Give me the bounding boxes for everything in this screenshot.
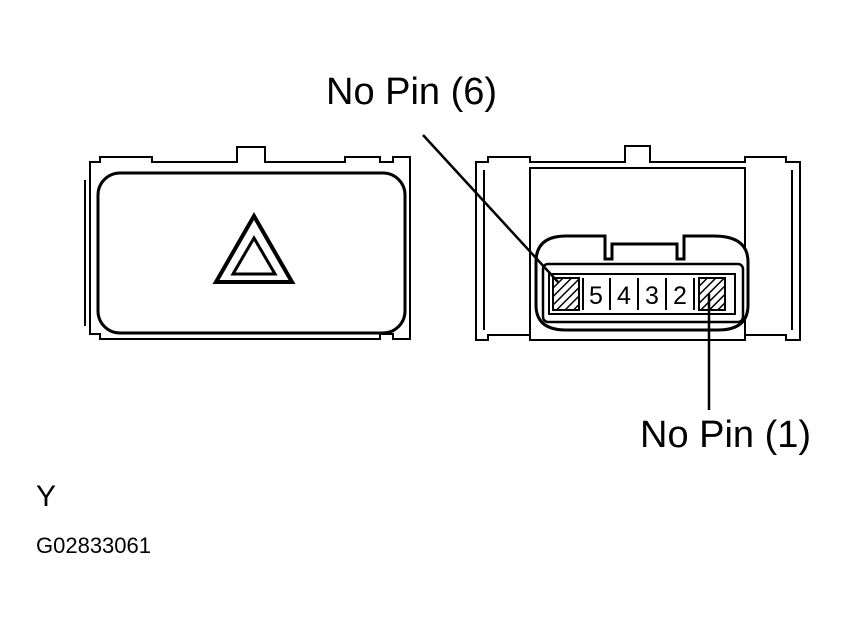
no-pin-6-cavity xyxy=(552,277,580,311)
pin-label: 4 xyxy=(617,282,631,310)
no-pin-6-label: No Pin (6) xyxy=(326,71,498,113)
pin-label: 3 xyxy=(645,282,659,310)
pin-label: 2 xyxy=(673,282,687,310)
connector-pin-row xyxy=(552,277,726,311)
pin-label: 5 xyxy=(589,282,603,310)
no-pin-1-cavity xyxy=(698,277,726,311)
no-pin-1-label: No Pin (1) xyxy=(640,414,812,456)
leader-line-no-pin-6 xyxy=(422,134,559,283)
view-letter: Y xyxy=(36,480,57,513)
pin-number-labels: 5 4 3 2 xyxy=(589,282,687,310)
hazard-triangle-icon xyxy=(212,211,296,284)
switch-front-view xyxy=(84,146,411,340)
figure-code: G02833061 xyxy=(36,533,151,558)
